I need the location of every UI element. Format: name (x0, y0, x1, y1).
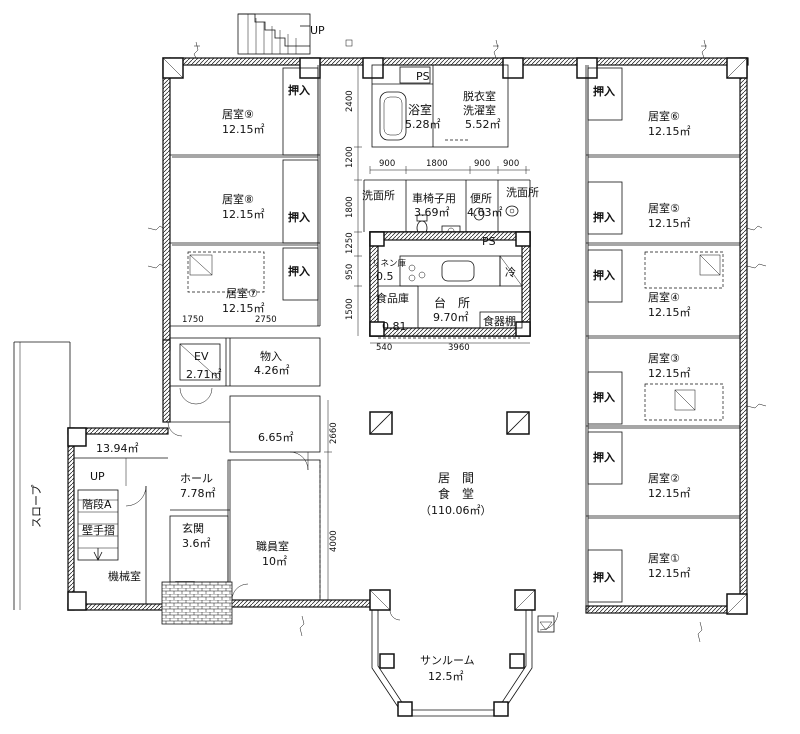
wheelchair-toilet-area: 3.69㎡ (414, 206, 450, 219)
room2-area: 12.15㎡ (648, 487, 691, 500)
room8-closet: 押入 (288, 210, 310, 224)
right-room-block (585, 65, 740, 612)
dim-1200: 1200 (345, 146, 355, 168)
mechanical-stair-block (13, 341, 168, 610)
room8-area: 12.15㎡ (222, 208, 265, 221)
room4-area: 12.15㎡ (648, 306, 691, 319)
living-name2: 食 堂 (438, 486, 474, 501)
up-label-top: UP (310, 24, 325, 37)
left-room-block (170, 65, 321, 327)
room3-closet: 押入 (593, 390, 615, 404)
hall-area: 7.78㎡ (180, 487, 216, 500)
room6-name: 居室⑥ (648, 109, 680, 123)
dim-2750: 2750 (255, 315, 277, 325)
room1-name: 居室① (648, 551, 680, 565)
ev-area: 2.71㎡ (186, 368, 222, 381)
staff-name: 職員室 (256, 539, 289, 553)
sunroom-name: サンルーム (420, 654, 475, 667)
storage-area: 4.26㎡ (254, 364, 290, 377)
toilet-area: 4.63㎡ (467, 206, 503, 219)
dim-1250: 1250 (345, 232, 355, 254)
cupboard-label: 食器棚 (483, 314, 516, 328)
ev-name: EV (194, 350, 209, 363)
dim-1800h: 1800 (426, 159, 448, 169)
room-665-area: 6.65㎡ (258, 431, 294, 444)
staff-hall-block (161, 395, 332, 625)
service-vertical-dims (354, 65, 362, 336)
ev-storage-block (169, 337, 321, 405)
room9-closet: 押入 (288, 83, 310, 97)
hall-name: ホール (180, 472, 213, 485)
stair-label: 階段A (82, 497, 112, 511)
room4-closet: 押入 (593, 268, 615, 282)
linen-area: 0.5 (376, 270, 394, 283)
ps-label-mid: PS (482, 235, 496, 248)
dim-2660: 2660 (329, 422, 339, 444)
wheelchair-toilet-name: 車椅子用 (412, 191, 456, 205)
room-1394-area: 13.94㎡ (96, 442, 139, 455)
kitchen-name: 台 所 (434, 295, 470, 310)
mechanical-label: 機械室 (108, 569, 141, 583)
room7-name: 居室⑦ (226, 286, 258, 300)
dim-1500: 1500 (345, 298, 355, 320)
room7-area: 12.15㎡ (222, 302, 265, 315)
room3-area: 12.15㎡ (648, 367, 691, 380)
sunroom-shape (371, 609, 559, 717)
room5-area: 12.15㎡ (648, 217, 691, 230)
dressing-name2: 洗濯室 (463, 103, 496, 117)
dim-900c: 900 (503, 159, 519, 169)
dim-540: 540 (376, 343, 392, 353)
room9-name: 居室⑨ (222, 107, 254, 121)
service-block (363, 64, 531, 339)
room7-closet: 押入 (288, 264, 310, 278)
pantry-area: 0.81 (382, 320, 407, 333)
room5-name: 居室⑤ (648, 201, 680, 215)
dim-3960: 3960 (448, 343, 470, 353)
ps-label-top: PS (416, 70, 430, 83)
dim-2400: 2400 (345, 90, 355, 112)
toilet-name: 便所 (470, 192, 492, 205)
room1-area: 12.15㎡ (648, 567, 691, 580)
dim-1800v: 1800 (345, 196, 355, 218)
pantry-name: 食品庫 (376, 291, 409, 305)
room3-name: 居室③ (648, 351, 680, 365)
up-label-left: UP (90, 470, 105, 483)
dim-950: 950 (345, 264, 355, 280)
living-name1: 居 間 (438, 471, 474, 485)
top-staircase: UP (237, 13, 325, 55)
entrance-area: 3.6㎡ (182, 537, 211, 550)
staff-area: 10㎡ (262, 555, 287, 568)
linen-name: リネン庫 (372, 258, 407, 269)
room5-closet: 押入 (593, 210, 615, 224)
room9-area: 12.15㎡ (222, 123, 265, 136)
dim-900b: 900 (474, 159, 490, 169)
dressing-area: 5.52㎡ (465, 118, 501, 131)
break-marks (147, 39, 767, 643)
dim-1750: 1750 (182, 315, 204, 325)
living-area: （110.06㎡） (420, 504, 492, 517)
room8-name: 居室⑧ (222, 192, 254, 206)
dim-900a: 900 (379, 159, 395, 169)
room2-name: 居室② (648, 471, 680, 485)
kitchen-area: 9.70㎡ (433, 311, 469, 324)
room1-closet: 押入 (593, 570, 615, 584)
slope-label: スロープ (30, 485, 43, 528)
bath-area: 5.28㎡ (405, 118, 441, 131)
bath-name: 浴室 (408, 102, 432, 117)
washroom-left-label: 洗面所 (362, 189, 395, 202)
storage-name: 物入 (260, 349, 282, 363)
entrance-name: 玄関 (182, 521, 204, 535)
room4-name: 居室④ (648, 290, 680, 304)
dim-4000: 4000 (329, 530, 339, 552)
room2-closet: 押入 (593, 450, 615, 464)
handrail-label: 壁手摺 (82, 523, 115, 537)
fridge-label: 冷 (505, 266, 516, 279)
room6-closet: 押入 (593, 84, 615, 98)
sunroom-area: 12.5㎡ (428, 670, 464, 683)
dressing-name1: 脱衣室 (463, 89, 496, 103)
room6-area: 12.15㎡ (648, 125, 691, 138)
washroom-right-label: 洗面所 (506, 186, 539, 199)
